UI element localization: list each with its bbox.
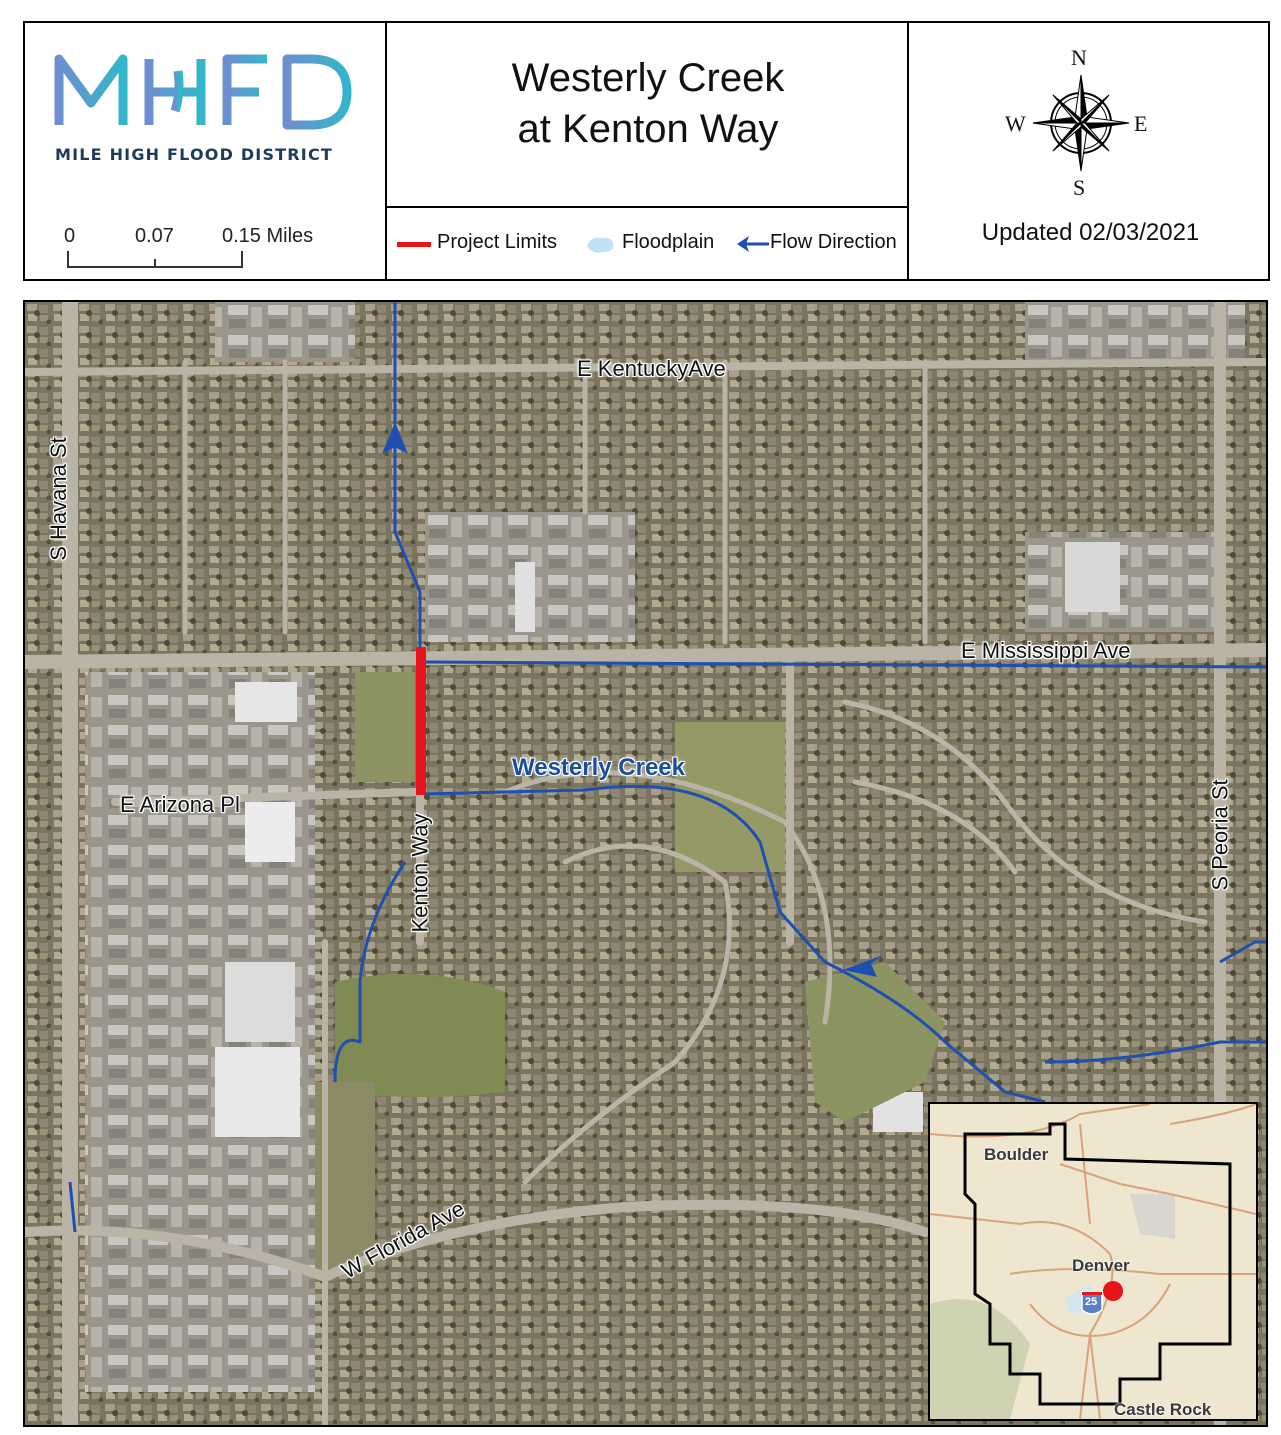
updated-date: Updated 02/03/2021 [981,219,1200,246]
header-divider [385,23,387,279]
legend-flow-direction: Flow Direction [770,231,897,253]
compass-s: S [1073,175,1086,200]
header-divider [385,206,907,208]
legend: Project Limits Floodplain Flow Direction [387,207,909,283]
label-kentucky-ave: E KentuckyAve [577,356,726,381]
compass-w: W [1005,111,1026,136]
inset-map-canvas [930,1104,1256,1419]
flow-direction-swatch [737,236,769,252]
title-line-1: Westerly Creek [511,56,785,100]
inset-label-denver: Denver [1072,1256,1130,1275]
compass-n: N [1071,45,1087,70]
flow-arrow-north-icon [382,422,408,454]
project-limits-swatch [397,242,431,247]
scale-bar [67,251,243,268]
inset-locator-map: Boulder Denver Castle Rock 25 [928,1102,1258,1421]
inset-i25-shield: 25 [1085,1296,1098,1308]
inset-label-boulder: Boulder [984,1145,1049,1164]
legend-floodplain: Floodplain [622,231,715,253]
label-kenton-way: Kenton Way [407,813,433,933]
title-line-2: at Kenton Way [517,107,779,151]
aerial-map: E KentuckyAve E Mississippi Ave E Arizon… [23,300,1268,1427]
legend-project-limits: Project Limits [437,231,558,253]
scale-label-0: 0 [64,225,76,247]
scale-label-007: 0.07 [135,225,174,247]
header-divider [907,23,909,279]
label-arizona-pl: E Arizona Pl [120,792,240,817]
floodplain-swatch [587,237,614,253]
label-havana-st: S Havana St [45,437,71,561]
scale-label-015: 0.15 Miles [222,225,314,247]
label-mississippi-ave: E Mississippi Ave [961,638,1131,663]
mhfd-logo [54,54,352,130]
flow-arrow-northwest-icon [843,955,883,977]
map-header: MILE HIGH FLOOD DISTRICT 0 0.07 0.15 Mil… [23,21,1270,281]
compass-rose-icon [1032,74,1130,172]
compass-e: E [1134,111,1148,136]
inset-label-castle-rock: Castle Rock [1114,1400,1212,1419]
label-westerly-creek: Westerly Creek [512,754,685,781]
logo-subtitle: MILE HIGH FLOOD DISTRICT [55,145,334,164]
label-peoria-st: S Peoria St [1207,779,1233,891]
project-limits-segment [416,647,426,795]
map-title: Westerly Creek at Kenton Way [387,53,909,155]
